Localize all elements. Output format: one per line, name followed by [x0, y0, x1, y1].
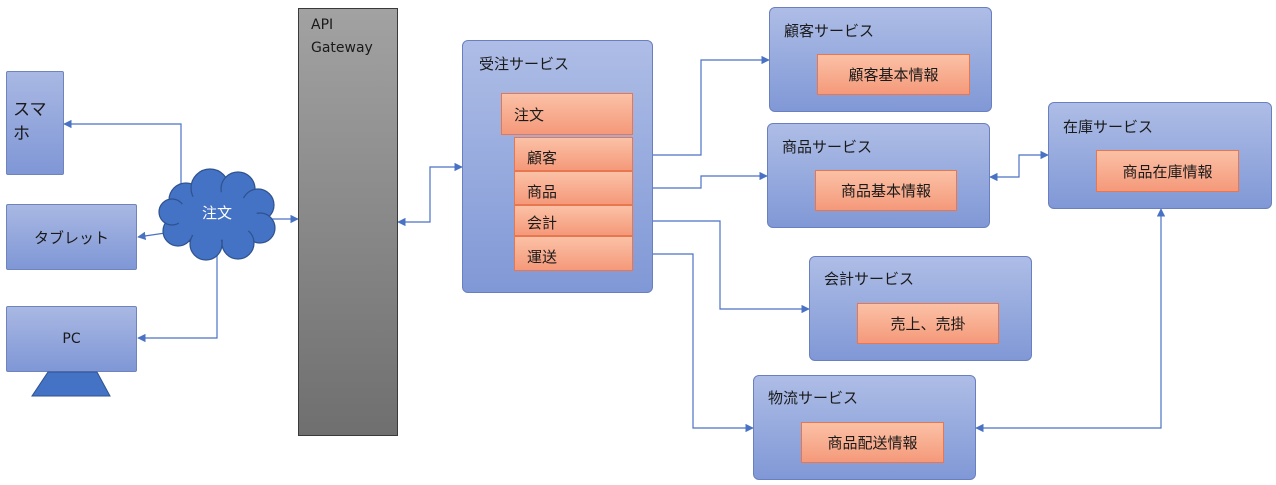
smartphone-label: スマホ	[13, 100, 47, 144]
connector-cloud-smartphone	[63, 119, 182, 185]
inventory-entity-label: 商品在庫情報	[1122, 162, 1213, 181]
logistics-service-title: 物流サービス	[768, 389, 859, 407]
order-item-customer-label: 顧客	[527, 149, 558, 167]
connector-gateway-order	[397, 162, 463, 227]
logistics-entity-label: 商品配送情報	[827, 434, 918, 452]
product-entity-label: 商品基本情報	[840, 182, 931, 200]
connector-product-inventory	[989, 150, 1049, 182]
gateway-label-line1: API	[311, 17, 334, 33]
connector-cloud-pc	[137, 252, 218, 343]
smartphone-device[interactable]: スマホ	[6, 71, 64, 175]
order-item-order-label: 注文	[514, 106, 545, 124]
order-item-product[interactable]: 商品	[514, 171, 633, 205]
order-item-shipping-label: 運送	[527, 248, 558, 266]
inventory-service-title: 在庫サービス	[1063, 118, 1154, 136]
order-item-order[interactable]: 注文	[501, 93, 633, 135]
pc-label: PC	[62, 331, 81, 347]
order-service-title: 受注サービス	[479, 55, 570, 73]
accounting-entity[interactable]: 売上、売掛	[857, 303, 999, 344]
customer-service-title: 顧客サービス	[784, 22, 875, 40]
tablet-device[interactable]: タブレット	[6, 204, 137, 270]
pc-monitor[interactable]: PC	[6, 306, 137, 372]
connector-customer	[632, 55, 770, 160]
customer-entity[interactable]: 顧客基本情報	[817, 54, 970, 95]
api-gateway[interactable]: API Gateway	[298, 8, 398, 436]
product-entity[interactable]: 商品基本情報	[815, 170, 957, 211]
cloud-label: 注文	[201, 203, 232, 222]
product-service-title: 商品サービス	[782, 138, 873, 156]
inventory-entity[interactable]: 商品在庫情報	[1096, 150, 1239, 192]
order-item-customer[interactable]: 顧客	[514, 137, 633, 171]
pc-stand-icon	[31, 371, 111, 397]
connector-logistics-inventory	[975, 208, 1166, 433]
order-item-accounting-label: 会計	[527, 214, 558, 232]
customer-entity-label: 顧客基本情報	[848, 66, 939, 84]
order-item-product-label: 商品	[527, 183, 558, 201]
connector-logistics	[632, 249, 754, 433]
logistics-entity[interactable]: 商品配送情報	[801, 422, 944, 463]
order-item-accounting[interactable]: 会計	[514, 205, 633, 236]
accounting-entity-label: 売上、売掛	[890, 315, 966, 333]
tablet-label: タブレット	[33, 228, 109, 247]
connector-product	[632, 171, 768, 193]
gateway-label-line2: Gateway	[311, 40, 373, 56]
order-item-shipping[interactable]: 運送	[514, 236, 633, 271]
accounting-service-title: 会計サービス	[824, 270, 915, 288]
